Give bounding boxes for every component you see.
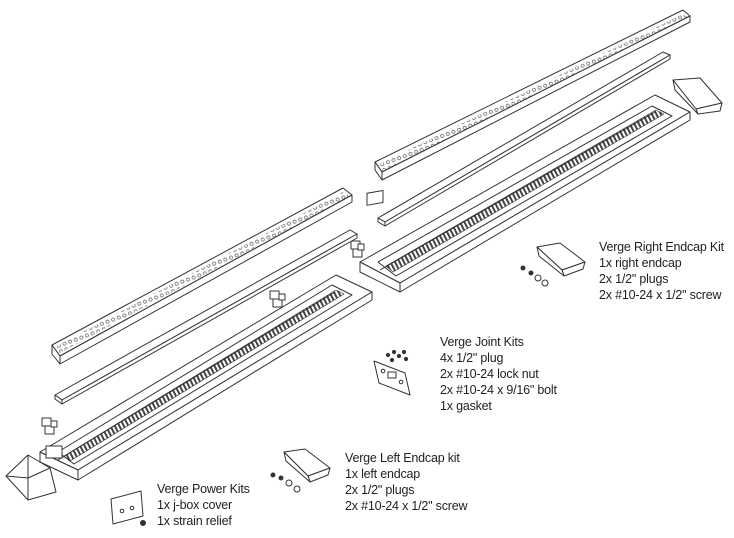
left-endcap-kit-item: 2x #10-24 x 1/2" screw [345,499,468,513]
right-endcap-kit-title: Verge Right Endcap Kit [599,240,724,254]
left-endcap-lower [5,454,57,501]
left-endcap-kit-title: Verge Left Endcap kit [345,451,460,465]
left-endcap-kit-label: Verge Left Endcap kit 1x left endcap 2x … [345,450,468,514]
perforated-cover-lower [51,187,353,365]
joint-kit-item: 2x #10-24 lock nut [440,367,539,381]
joint-bracket-middle [269,290,286,308]
right-endcap-kit-label: Verge Right Endcap Kit 1x right endcap 2… [599,239,724,303]
right-endcap-kit-item: 1x right endcap [599,256,682,270]
left-endcap-kit-item: 2x 1/2" plugs [345,483,415,497]
diffuser-lens-upper [377,51,671,227]
right-endcap-kit-item: 2x #10-24 x 1/2" screw [599,288,722,302]
joint-kit-label: Verge Joint Kits 4x 1/2" plug 2x #10-24 … [440,334,557,414]
joint-kit-item: 4x 1/2" plug [440,351,504,365]
right-endcap-kit-item: 2x 1/2" plugs [599,272,669,286]
joint-bracket-upper [350,240,365,258]
left-endcap-kit-hardware [270,472,301,493]
power-kit-title: Verge Power Kits [157,482,250,496]
joint-kit-title: Verge Joint Kits [440,335,524,349]
right-endcap-upper [672,77,723,115]
left-endcap-kit-item: 1x left endcap [345,467,421,481]
fixture-housing-lower [39,274,373,481]
power-kit-jbox-cover [110,490,144,525]
joint-kit-item: 1x gasket [440,399,492,413]
joint-kit-item: 2x #10-24 x 9/16" bolt [440,383,557,397]
perforated-cover-upper [374,9,691,181]
left-endcap-kit-part [283,448,331,483]
power-kit-item: 1x j-box cover [157,498,233,512]
joint-kit-plate [373,360,411,396]
joint-bracket-lower-left [41,417,58,435]
right-endcap-kit-part [536,242,586,277]
power-kit-strain-relief [140,520,146,526]
power-kit-item: 1x strain relief [157,514,232,528]
diffuser-lens-lower [54,229,358,405]
power-kit-label: Verge Power Kits 1x j-box cover 1x strai… [157,481,250,529]
joint-kit-hardware [385,349,409,363]
right-endcap-kit-hardware [520,265,549,287]
fixture-housing-upper [359,94,691,293]
